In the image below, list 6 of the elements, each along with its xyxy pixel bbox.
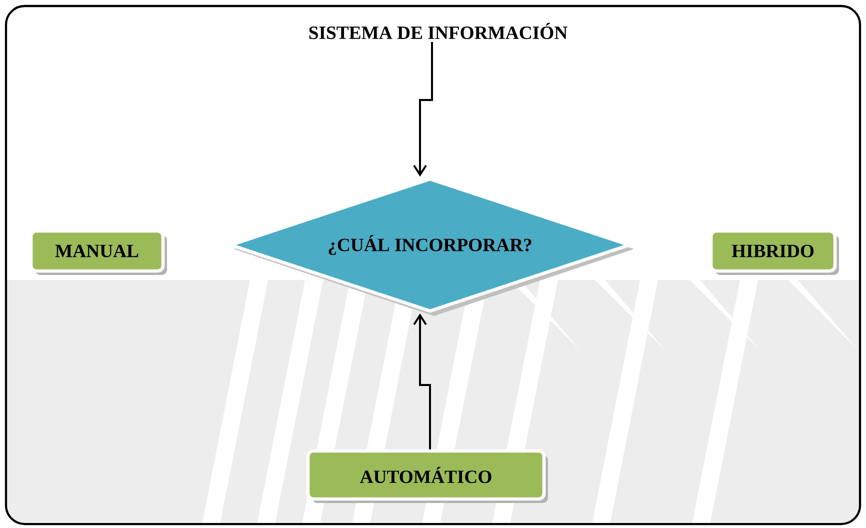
title-text: SISTEMA DE INFORMACIÓN bbox=[309, 22, 568, 40]
option-box: MANUAL bbox=[29, 229, 167, 275]
arrow bbox=[413, 313, 431, 450]
option-box: HIBRIDO bbox=[709, 229, 839, 275]
arrow bbox=[413, 42, 433, 177]
option-box: AUTOMÁTICO bbox=[306, 449, 548, 503]
